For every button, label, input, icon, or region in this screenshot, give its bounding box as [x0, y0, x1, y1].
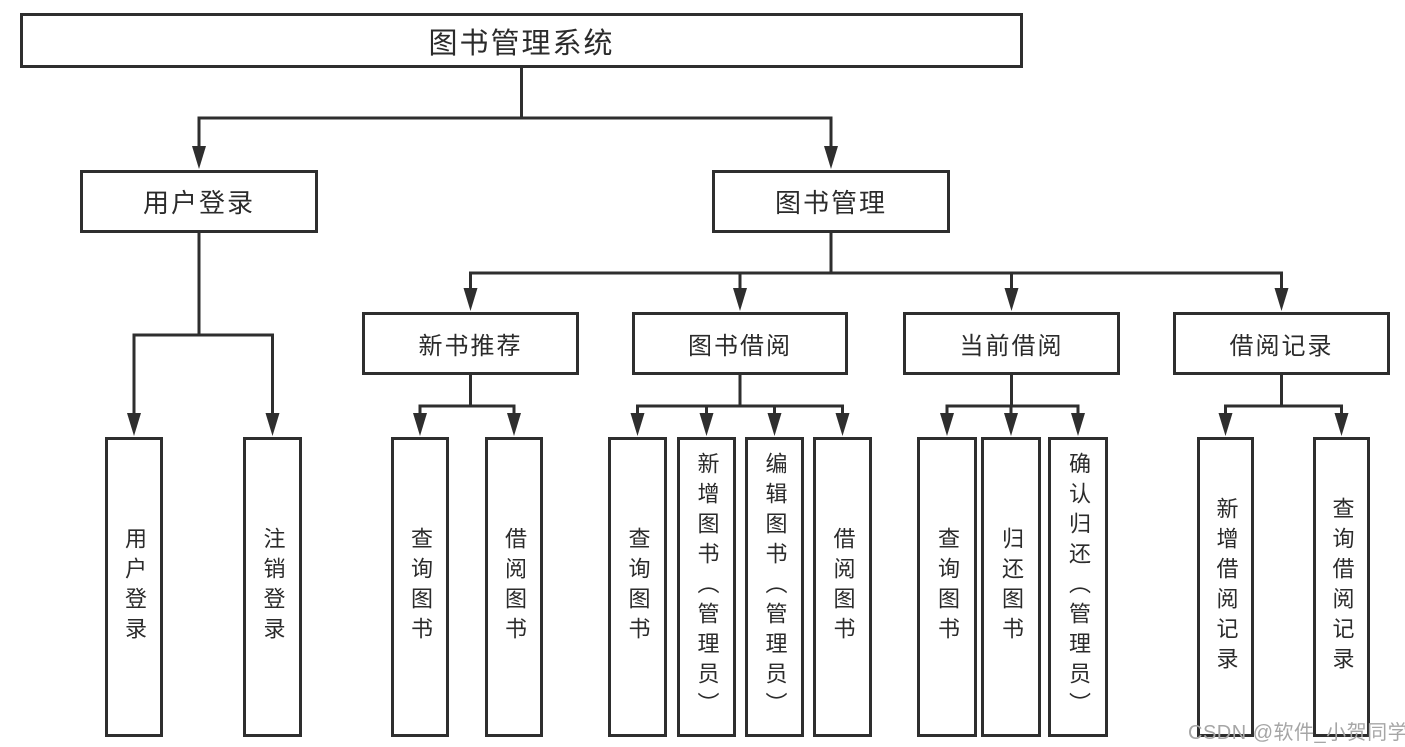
arrowheads: [127, 146, 1349, 436]
branch-new-book-recommend: [418, 375, 516, 416]
leaf-query-books-recommend-label: 查询图书: [408, 527, 433, 647]
leaf-add-books-admin: 新增图书（管理员）: [677, 437, 736, 737]
leaf-query-borrow-record-label: 查询借阅记录: [1329, 497, 1355, 677]
leaf-add-books-admin-label: 新增图书（管理员）: [694, 452, 720, 722]
node-book-management: 图书管理: [712, 170, 950, 233]
node-book-borrow: 图书借阅: [632, 312, 848, 375]
leaf-return-books-label: 归还图书: [999, 527, 1024, 647]
leaf-confirm-return-admin: 确认归还（管理员）: [1048, 437, 1108, 737]
leaf-query-books-borrow: 查询图书: [608, 437, 667, 737]
node-user-login: 用户登录: [80, 170, 318, 233]
leaf-borrow-books-label: 借阅图书: [830, 527, 856, 647]
leaf-borrow-books-recommend-label: 借阅图书: [502, 527, 527, 647]
leaf-user-login-label: 用户登录: [122, 527, 147, 647]
leaf-query-books-recommend: 查询图书: [391, 437, 449, 737]
node-borrow-records: 借阅记录: [1173, 312, 1390, 375]
leaf-borrow-books: 借阅图书: [813, 437, 872, 737]
branch-borrow-records: [1224, 375, 1343, 416]
branch-current-borrow: [945, 375, 1080, 416]
leaf-edit-books-admin-label: 编辑图书（管理员）: [762, 452, 788, 722]
leaf-add-borrow-record-label: 新增借阅记录: [1213, 497, 1239, 677]
leaf-borrow-books-recommend: 借阅图书: [485, 437, 543, 737]
leaf-query-borrow-record: 查询借阅记录: [1313, 437, 1370, 737]
leaf-confirm-return-admin-label: 确认归还（管理员）: [1066, 452, 1091, 722]
csdn-watermark: CSDN @软件_小贺同学: [1188, 722, 1405, 744]
branch-user-login: [132, 233, 274, 416]
leaf-logout-login: 注销登录: [243, 437, 302, 737]
leaf-query-books-current-label: 查询图书: [935, 527, 960, 647]
leaf-add-borrow-record: 新增借阅记录: [1197, 437, 1254, 737]
leaf-user-login: 用户登录: [105, 437, 163, 737]
node-current-borrow: 当前借阅: [903, 312, 1120, 375]
branch-root: [197, 68, 833, 150]
leaf-return-books: 归还图书: [981, 437, 1041, 737]
branch-book-borrow: [636, 375, 844, 416]
leaf-edit-books-admin: 编辑图书（管理员）: [745, 437, 804, 737]
node-new-book-recommend: 新书推荐: [362, 312, 579, 375]
leaf-logout-login-label: 注销登录: [260, 527, 286, 647]
leaf-query-books-borrow-label: 查询图书: [625, 527, 651, 647]
branch-book-management: [469, 233, 1283, 292]
node-library-system: 图书管理系统: [20, 13, 1023, 68]
leaf-query-books-current: 查询图书: [917, 437, 977, 737]
